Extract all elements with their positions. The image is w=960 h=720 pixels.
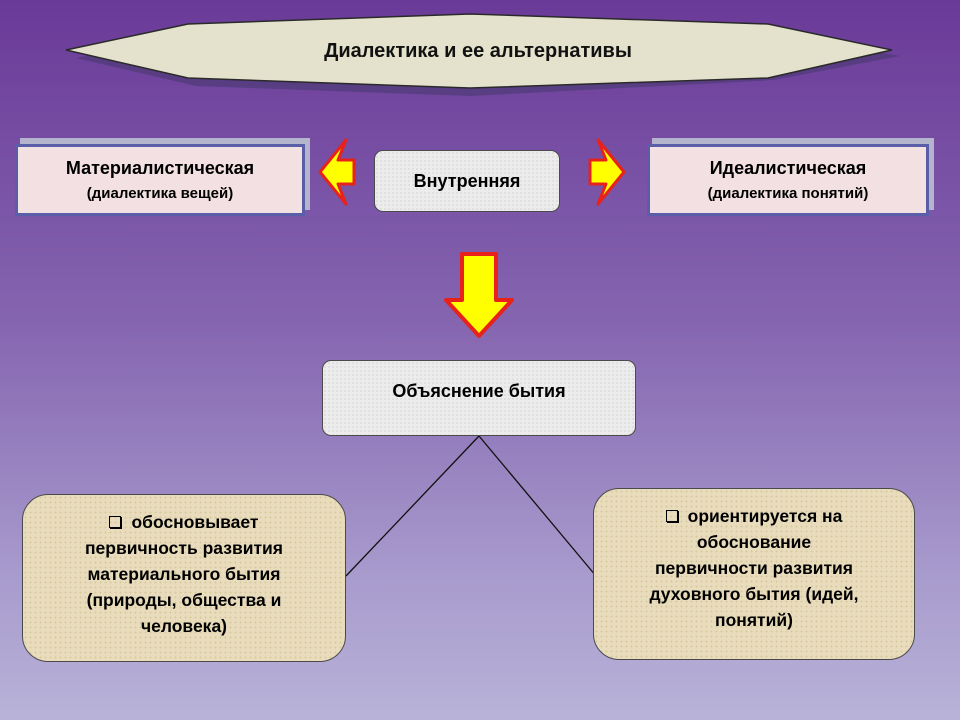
idealist-title: Идеалистическая <box>709 158 867 178</box>
materialist-subtitle: (диалектика вещей) <box>86 185 234 202</box>
spiritual-line-5: понятий) <box>715 610 793 630</box>
spiritual-line-4: духовного бытия (идей, <box>649 584 859 604</box>
spiritual-line-1: ориентируется на <box>649 503 858 529</box>
spiritual-line-2: обоснование <box>696 532 812 552</box>
materialist-title: Материалистическая <box>65 158 255 178</box>
page-title: Диалектика и ее альтернативы <box>324 39 632 62</box>
right-arrow <box>588 138 626 206</box>
checkbox-bullet-icon <box>109 516 122 528</box>
material-description: обосновывает первичность развития матери… <box>71 509 297 639</box>
connector-line-right <box>478 435 597 577</box>
spiritual-line-3: первичности развития <box>654 558 853 578</box>
spiritual-description: ориентируется на обоснование первичности… <box>635 503 872 633</box>
left-arrow <box>318 138 356 206</box>
explanation-label: Объяснение бытия <box>392 381 566 401</box>
material-description-box: обосновывает первичность развития матери… <box>22 494 346 662</box>
material-line-4: (природы, общества и <box>86 590 282 610</box>
material-line-5: человека) <box>140 616 228 636</box>
idealist-box: Идеалистическая (диалектика понятий) <box>647 144 929 216</box>
material-line-1: обосновывает <box>85 509 283 535</box>
idealist-subtitle: (диалектика понятий) <box>707 185 869 202</box>
down-arrow <box>444 252 514 338</box>
spiritual-description-box: ориентируется на обоснование первичности… <box>593 488 915 660</box>
connector-line-left <box>345 435 480 577</box>
explanation-box: Объяснение бытия <box>322 360 636 436</box>
internal-label: Внутренняя <box>413 170 521 191</box>
checkbox-bullet-icon <box>665 510 678 522</box>
material-line-3: материального бытия <box>87 564 281 584</box>
material-line-2: первичность развития <box>84 538 283 558</box>
title-banner <box>65 13 893 89</box>
materialist-box: Материалистическая (диалектика вещей) <box>15 144 305 216</box>
internal-box: Внутренняя <box>374 150 560 212</box>
